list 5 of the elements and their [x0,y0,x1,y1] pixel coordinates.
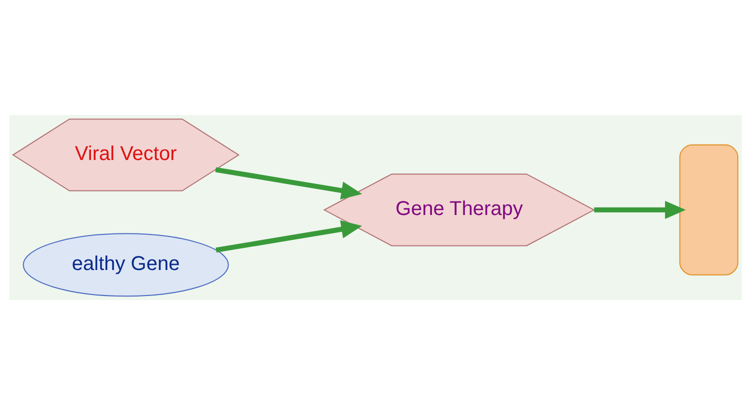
arrow [214,167,362,200]
arrow [594,200,686,219]
node-ellipse: ealthy Gene [22,233,228,297]
node-person [678,144,738,276]
arrow [215,220,362,253]
